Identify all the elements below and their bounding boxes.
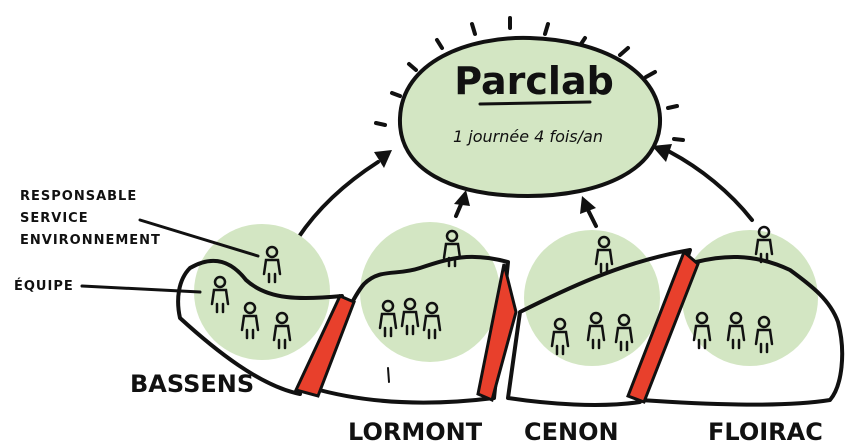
site-name-bassens: BASSENS: [130, 370, 254, 398]
site-name-lormont: LORMONT: [348, 418, 483, 446]
label-responsable-line-2: SERVICE: [20, 211, 89, 226]
team-person-icon: [422, 301, 442, 340]
responsable-person-icon: [262, 245, 282, 284]
arrow-head-icon: [374, 150, 392, 168]
divider-mark: [387, 367, 390, 383]
label-responsable-line-3: ENVIRONNEMENT: [20, 233, 161, 248]
team-circle-floirac: [682, 230, 818, 366]
site-name-floirac: FLOIRAC: [708, 418, 823, 446]
arrow-head-icon: [454, 190, 470, 206]
parclab-subtitle: 1 journée 4 fois/an: [453, 127, 603, 146]
red-slab-3: [626, 249, 700, 404]
team-person-icon: [210, 275, 230, 314]
people: [210, 225, 774, 356]
arrow-head-icon: [652, 144, 672, 162]
pointer-equipe: [80, 284, 202, 294]
team-person-icon: [550, 317, 570, 356]
team-person-icon: [272, 311, 292, 350]
team-person-icon: [378, 299, 398, 338]
team-person-icon: [692, 311, 712, 350]
responsable-person-icon: [754, 225, 774, 264]
sun-rays: [374, 16, 685, 142]
team-person-icon: [614, 313, 634, 352]
pointer-responsable: [138, 218, 260, 258]
parclab-bubble: Parclab 1 journée 4 fois/an: [397, 35, 663, 199]
label-responsable-line-1: RESPONSABLE: [20, 189, 137, 204]
arrow-bassens: [296, 160, 380, 240]
parclab-title: Parclab: [454, 59, 614, 103]
responsable-person-icon: [594, 235, 614, 274]
arrow-cenon: [586, 208, 598, 228]
team-person-icon: [586, 311, 606, 350]
team-circle-lormont: [360, 222, 500, 362]
title-underline: [478, 100, 592, 106]
arrow-head-icon: [580, 196, 596, 214]
red-slab-2: [476, 263, 518, 403]
arrows: [296, 144, 754, 240]
site-block-floirac: [638, 255, 845, 407]
red-slab-1: [293, 294, 356, 398]
annotations: RESPONSABLE SERVICE ENVIRONNEMENT ÉQUIPE: [14, 189, 260, 294]
team-person-icon: [400, 297, 420, 336]
site-block-cenon: [506, 248, 692, 407]
team-person-icon: [754, 315, 774, 354]
arrow-floirac: [668, 150, 754, 222]
team-circles: [194, 222, 818, 366]
team-person-icon: [726, 311, 746, 350]
red-slabs: [293, 249, 700, 404]
site-name-cenon: CENON: [524, 418, 619, 446]
site-block-bassens: [176, 258, 344, 396]
responsable-person-icon: [442, 229, 462, 268]
label-equipe: ÉQUIPE: [14, 278, 74, 294]
team-person-icon: [240, 301, 260, 340]
site-names: BASSENS LORMONT CENON FLOIRAC: [130, 370, 823, 446]
